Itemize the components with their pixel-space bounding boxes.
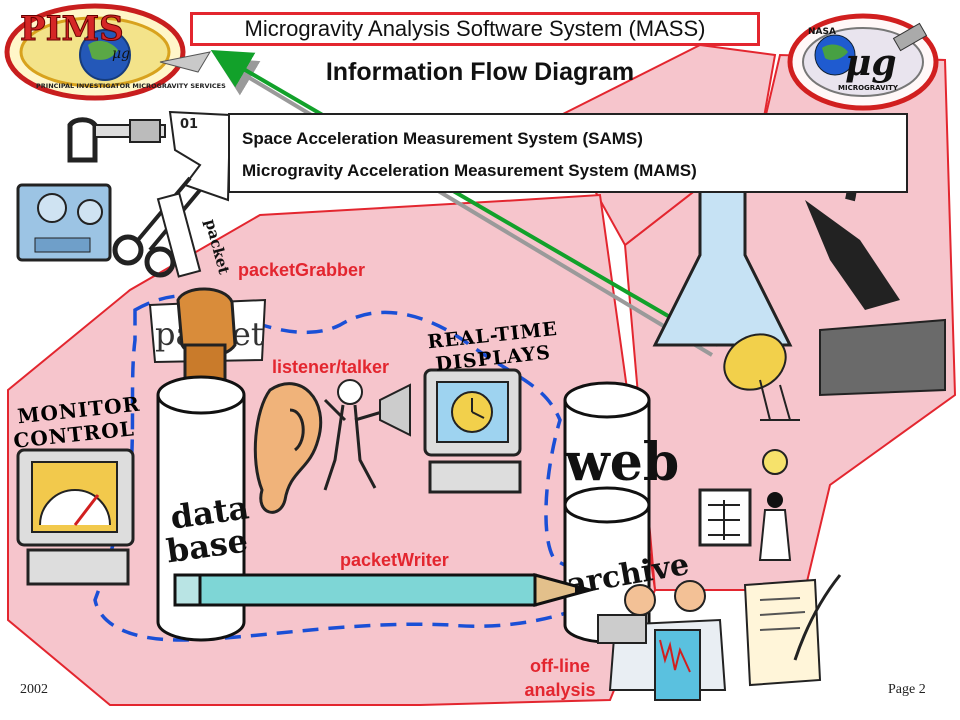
pims-logo: PIMS μg PRINCIPAL INVESTIGATOR MICROGRAV…	[4, 3, 226, 101]
measurement-systems-box: Space Acceleration Measurement System (S…	[228, 113, 908, 193]
footer-year: 2002	[20, 682, 48, 697]
svg-text:01: 01	[180, 117, 198, 132]
micrometer-icon	[67, 117, 166, 163]
realtime-monitor-icon	[423, 368, 522, 494]
svg-text:web: web	[564, 432, 679, 493]
svg-text:NASA: NASA	[808, 27, 836, 37]
svg-text:PIMS: PIMS	[20, 9, 124, 49]
offline-analysis-line2: analysis	[524, 680, 596, 700]
tape-recorder-icon	[16, 183, 112, 262]
main-title: Microgravity Analysis Software System (M…	[190, 12, 760, 46]
diagram-subtitle: Information Flow Diagram	[325, 58, 635, 86]
packet-writer-label: packetWriter	[340, 550, 449, 570]
svg-text:μg: μg	[845, 42, 897, 84]
listener-talker-label: listener/talker	[272, 357, 390, 377]
green-arrow	[210, 49, 720, 347]
web-archive-cylinder: web archive	[563, 381, 692, 644]
packet-grabber-label: packetGrabber	[238, 260, 366, 280]
svg-text:PRINCIPAL INVESTIGATOR MICROGR: PRINCIPAL INVESTIGATOR MICROGRAVITY SERV…	[36, 82, 226, 90]
ticker-tape-icon: 01	[168, 110, 232, 202]
nasa-ug-logo: NASA μg MICROGRAVITY	[787, 13, 939, 111]
svg-text:MICROGRAVITY: MICROGRAVITY	[838, 84, 899, 92]
sams-label: Space Acceleration Measurement System (S…	[242, 129, 643, 148]
control-monitor-icon	[16, 448, 135, 586]
footer-page-number: Page 2	[888, 682, 926, 697]
svg-text:μg: μg	[112, 46, 130, 62]
offline-analysis-label: off-line analysis	[510, 654, 610, 702]
offline-analysis-line1: off-line	[530, 656, 590, 676]
ear-icon	[253, 382, 323, 514]
talker-icon	[323, 379, 411, 491]
pencil-icon	[173, 573, 596, 607]
mams-label: Microgravity Acceleration Measurement Sy…	[242, 161, 697, 180]
scroll-icon	[743, 574, 842, 687]
satellite-dish-icon	[723, 333, 800, 421]
scientists-icon	[597, 580, 727, 701]
idea-person-icon	[698, 449, 792, 561]
